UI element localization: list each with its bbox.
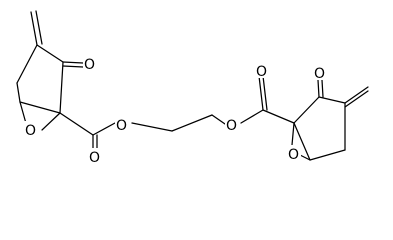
bond: [16, 82, 21, 103]
bond: [293, 96, 320, 124]
bond: [240, 109, 264, 124]
bond: [171, 114, 213, 132]
bond: [62, 65, 84, 68]
bond: [262, 75, 268, 111]
bond: [318, 96, 346, 104]
right-bicyclic-unit: [240, 75, 369, 161]
bond: [35, 10, 43, 45]
atom-label: O: [314, 66, 325, 82]
bond: [19, 101, 61, 114]
atom-label: O: [256, 64, 267, 80]
bond: [309, 149, 346, 161]
atom-label: O: [116, 118, 127, 134]
bond: [344, 86, 369, 104]
bond: [258, 75, 264, 111]
bond: [131, 122, 173, 132]
bond: [293, 122, 311, 161]
atom-label: O: [89, 150, 100, 166]
bond: [41, 112, 61, 131]
bond: [92, 122, 116, 136]
bond: [16, 44, 38, 84]
atom-label: O: [25, 123, 36, 139]
bond: [344, 90, 369, 108]
chemical-structure-diagram: O O O O O O O O: [16, 10, 369, 166]
bond: [59, 112, 94, 136]
bond: [62, 61, 84, 64]
bond: [317, 79, 320, 98]
bond: [30, 11, 38, 46]
bond: [262, 109, 295, 124]
bond: [299, 154, 311, 161]
bond: [211, 114, 226, 125]
atom-label: O: [226, 118, 237, 134]
bond: [291, 122, 295, 146]
bond: [59, 61, 64, 114]
atom-labels: O O O O O O O O: [24, 55, 327, 166]
bond: [36, 44, 64, 63]
atom-label: O: [84, 57, 95, 73]
bond: [321, 79, 324, 98]
atom-label: O: [288, 147, 299, 163]
ethylene-bridge: [131, 114, 226, 132]
